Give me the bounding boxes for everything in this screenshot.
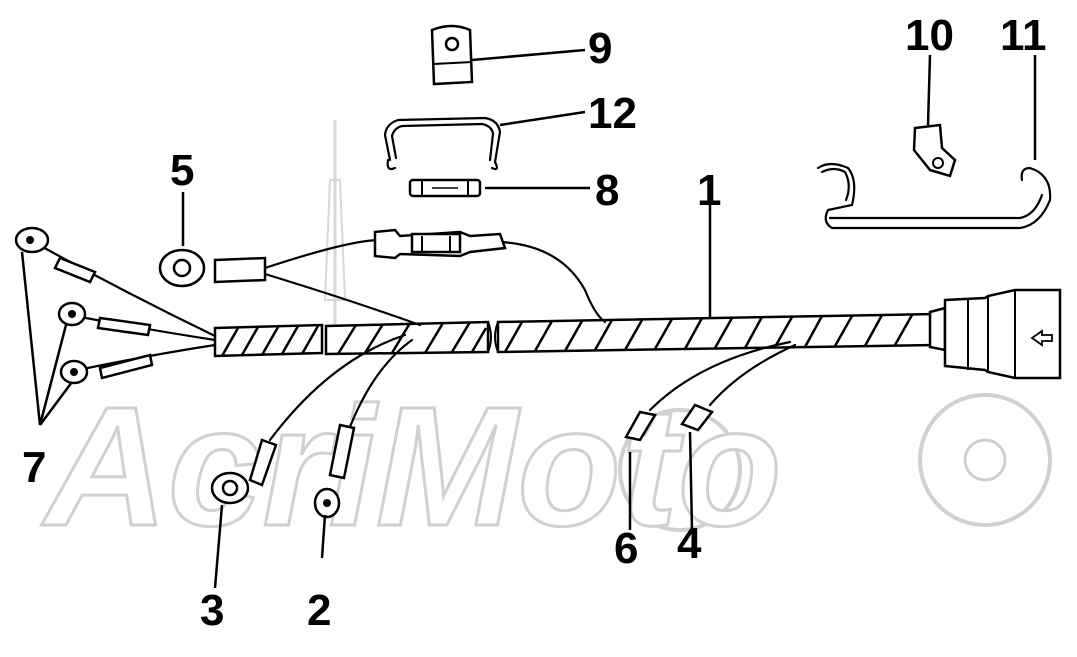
watermark-text: AcriMoto bbox=[41, 372, 782, 562]
main-harness bbox=[213, 288, 1062, 380]
bullet-leads-4-6 bbox=[624, 340, 797, 442]
retainer-clip-12 bbox=[383, 116, 502, 171]
callout-2: 2 bbox=[307, 586, 331, 635]
callout-10: 10 bbox=[905, 11, 954, 60]
bracket-10 bbox=[912, 123, 957, 178]
terminal-group-7 bbox=[14, 226, 217, 385]
fuse-lead-5 bbox=[158, 228, 607, 327]
clamp-9 bbox=[430, 24, 474, 86]
callout-labels: 1 2 3 4 5 6 7 8 9 10 11 12 bbox=[22, 11, 1047, 635]
callout-3: 3 bbox=[200, 586, 224, 635]
callout-9: 9 bbox=[588, 24, 612, 73]
callout-1: 1 bbox=[697, 166, 721, 215]
ground-leads-2-3 bbox=[210, 333, 414, 519]
callout-7: 7 bbox=[22, 443, 46, 492]
callout-8: 8 bbox=[595, 166, 619, 215]
wire-retainer-11 bbox=[816, 162, 1052, 230]
callout-12: 12 bbox=[588, 89, 637, 138]
callout-5: 5 bbox=[170, 146, 194, 195]
fuse-8 bbox=[408, 178, 482, 198]
callout-4: 4 bbox=[677, 519, 702, 568]
callout-6: 6 bbox=[614, 524, 638, 573]
callout-11: 11 bbox=[1000, 11, 1047, 60]
leader-lines bbox=[20, 48, 1037, 589]
